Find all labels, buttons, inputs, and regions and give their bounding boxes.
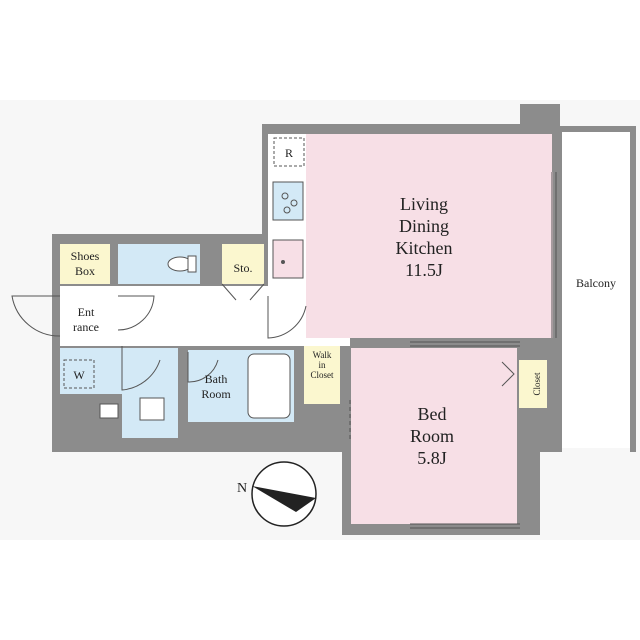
shoes-box-floor: [60, 244, 110, 284]
bath-label-1: Bath: [205, 372, 228, 386]
fixtures: [11, 137, 557, 529]
wic-label-1: Walk: [313, 350, 332, 360]
ldk-door-icon: [267, 296, 307, 339]
north-arrow-icon: [252, 486, 316, 512]
bath-label-2: Room: [201, 387, 231, 401]
storage-floor: [222, 244, 264, 284]
bedroom-label-3: 5.8J: [417, 448, 447, 468]
entrance-label-2: rance: [73, 320, 99, 334]
bedroom-window-top-icon: [410, 341, 520, 347]
ldk-label-2: Dining: [399, 216, 449, 236]
entrance-door-icon: [11, 295, 61, 337]
storage-door-icon: [221, 283, 265, 301]
balcony-label: Balcony: [576, 276, 616, 290]
fridge-label: R: [285, 146, 293, 160]
corridor-floor: [60, 286, 306, 338]
ldk-window-icon: [551, 172, 557, 338]
closet-door-icon: [501, 361, 515, 387]
closet-floor: [519, 360, 547, 408]
wic-floor: [304, 346, 340, 404]
shoes-box-label-1: Shoes: [71, 249, 100, 263]
sink-icon: [272, 239, 304, 279]
bedroom-floor: [351, 348, 517, 524]
washer-label: W: [73, 368, 85, 382]
bathtub-icon: [247, 353, 291, 419]
compass: N: [237, 461, 317, 527]
bedroom-window-bottom-icon: [410, 523, 520, 529]
bath-door-icon: [187, 352, 219, 383]
closet-label: Closet: [532, 372, 542, 396]
ldk-label-3: Kitchen: [396, 238, 453, 258]
ldk-floor: [306, 134, 553, 338]
toilet-door-icon: [117, 295, 155, 331]
stove-icon: [272, 181, 304, 221]
compass-label: N: [237, 481, 247, 496]
ldk-label-1: Living: [400, 194, 448, 214]
balcony-floor: [562, 132, 630, 448]
fridge-icon: [273, 137, 305, 167]
storage-label: Sto.: [233, 261, 252, 275]
entrance-label-1: Ent: [78, 305, 95, 319]
wic-label-2: in: [318, 360, 326, 370]
washer-icon: [63, 359, 95, 389]
wic-label-3: Closet: [310, 370, 334, 380]
washer-floor: [60, 348, 178, 394]
room-labels: Living Dining Kitchen 11.5J Bed Room 5.8…: [71, 146, 616, 468]
ldk-label-4: 11.5J: [405, 260, 443, 280]
bedroom-label-1: Bed: [418, 404, 447, 424]
vanity-icon: [99, 403, 119, 419]
washroom-door-icon: [121, 346, 161, 391]
shoes-box-label-2: Box: [75, 264, 95, 278]
bedroom-label-2: Room: [410, 426, 454, 446]
room-floors: [60, 132, 630, 524]
